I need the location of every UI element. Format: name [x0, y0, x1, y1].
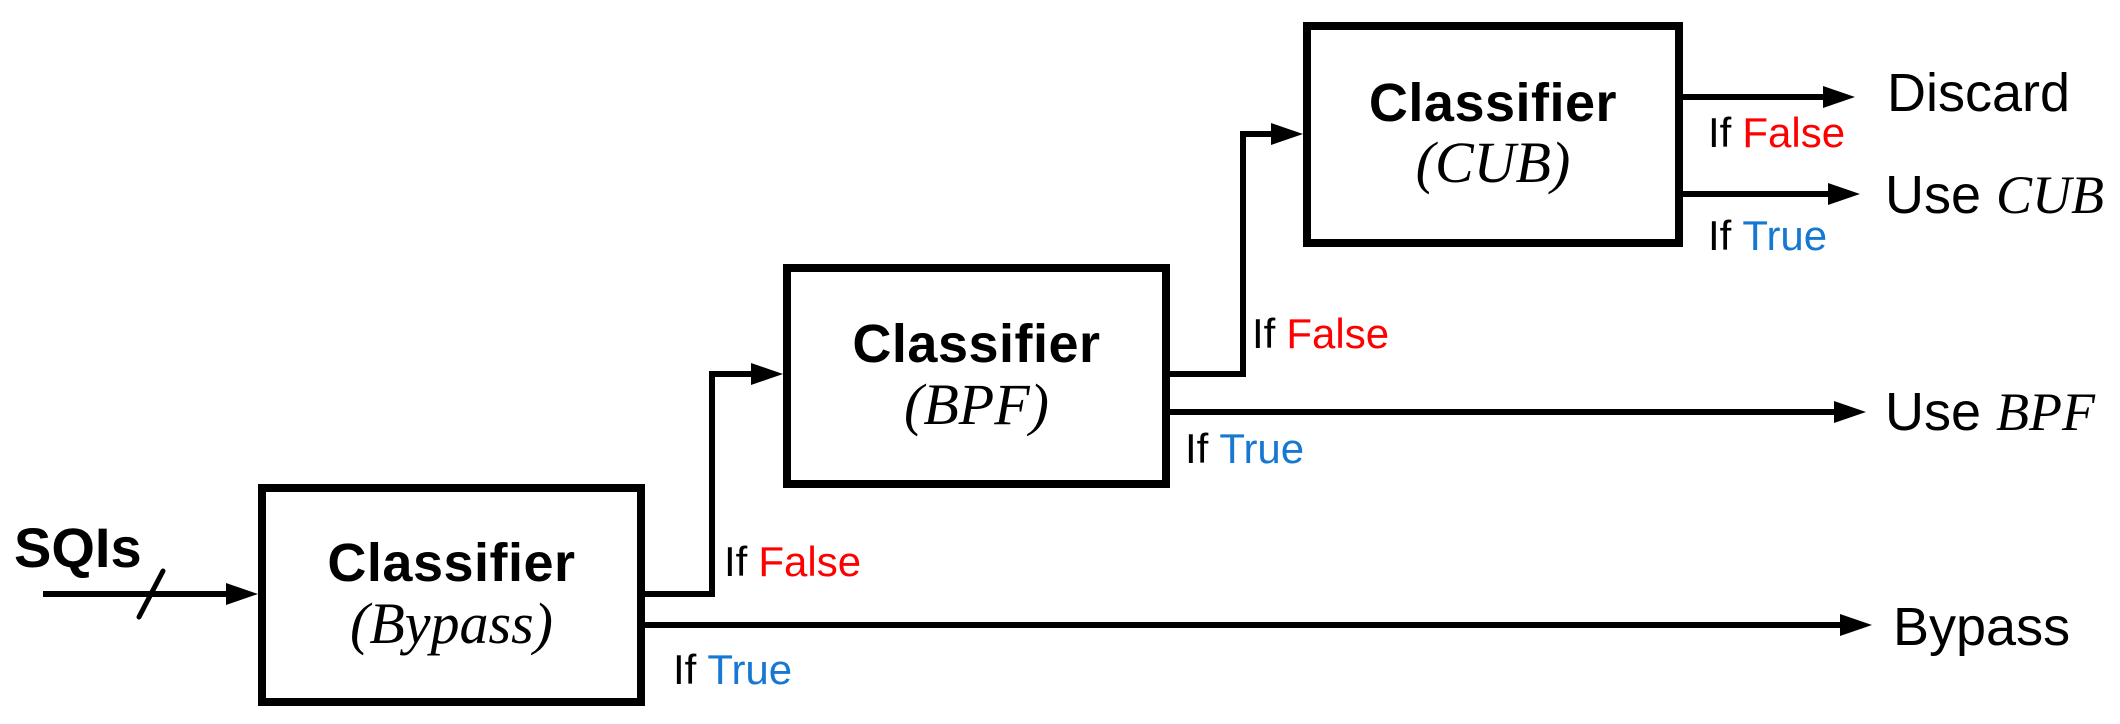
- classifier-bpf-param: (BPF): [904, 371, 1049, 437]
- false-word: False: [1286, 310, 1390, 357]
- classifier-bpf-title: Classifier: [852, 314, 1101, 375]
- classifier-bypass-node: Classifier (Bypass): [258, 484, 645, 706]
- cub-false-arrowhead-icon: [1823, 86, 1855, 108]
- cub-true-arrowhead-icon: [1828, 183, 1860, 205]
- bypass-false-arrowhead-icon: [751, 363, 783, 385]
- bpf-false-edge: [1170, 131, 1273, 377]
- bypass-output-label: Bypass: [1893, 600, 2070, 654]
- classifier-bypass-title: Classifier: [327, 533, 576, 594]
- input-arrowhead-icon: [226, 583, 258, 605]
- bus-slash-mark: [136, 568, 166, 620]
- discard-output-label: Discard: [1887, 66, 2070, 120]
- bypass-output-text: Bypass: [1893, 597, 2071, 657]
- true-word: True: [1742, 212, 1828, 259]
- false-word: False: [758, 538, 862, 585]
- classifier-cub-node: Classifier (CUB): [1303, 22, 1683, 247]
- sqis-input-label: SQIs: [14, 516, 142, 579]
- use-bpf-output-text: Use: [1885, 382, 1997, 442]
- bypass-true-arrowhead-icon: [1840, 614, 1872, 636]
- if-word: If: [1252, 310, 1276, 357]
- true-word: True: [707, 646, 793, 693]
- bpf-true-arrowhead-icon: [1834, 401, 1866, 423]
- classifier-cub-param: (CUB): [1415, 130, 1571, 196]
- bypass-false-edge: [645, 371, 753, 597]
- if-word: If: [724, 538, 748, 585]
- false-word: False: [1742, 109, 1846, 156]
- classifier-bpf-node: Classifier (BPF): [783, 264, 1170, 488]
- if-word: If: [1708, 109, 1732, 156]
- classifier-bypass-param: (Bypass): [350, 590, 553, 656]
- if-word: If: [673, 646, 697, 693]
- if-word: If: [1708, 212, 1732, 259]
- use-bpf-output-term: BPF: [1996, 382, 2096, 442]
- use-bpf-output-label: Use BPF: [1885, 385, 2095, 439]
- use-cub-output-label: Use CUB: [1885, 168, 2104, 222]
- bpf-false-arrowhead-icon: [1271, 123, 1303, 145]
- use-cub-output-text: Use: [1885, 165, 1997, 225]
- true-word: True: [1219, 425, 1305, 472]
- if-word: If: [1185, 425, 1209, 472]
- classifier-cub-title: Classifier: [1368, 72, 1618, 133]
- discard-output-text: Discard: [1887, 63, 2071, 123]
- use-cub-output-term: CUB: [1996, 165, 2105, 225]
